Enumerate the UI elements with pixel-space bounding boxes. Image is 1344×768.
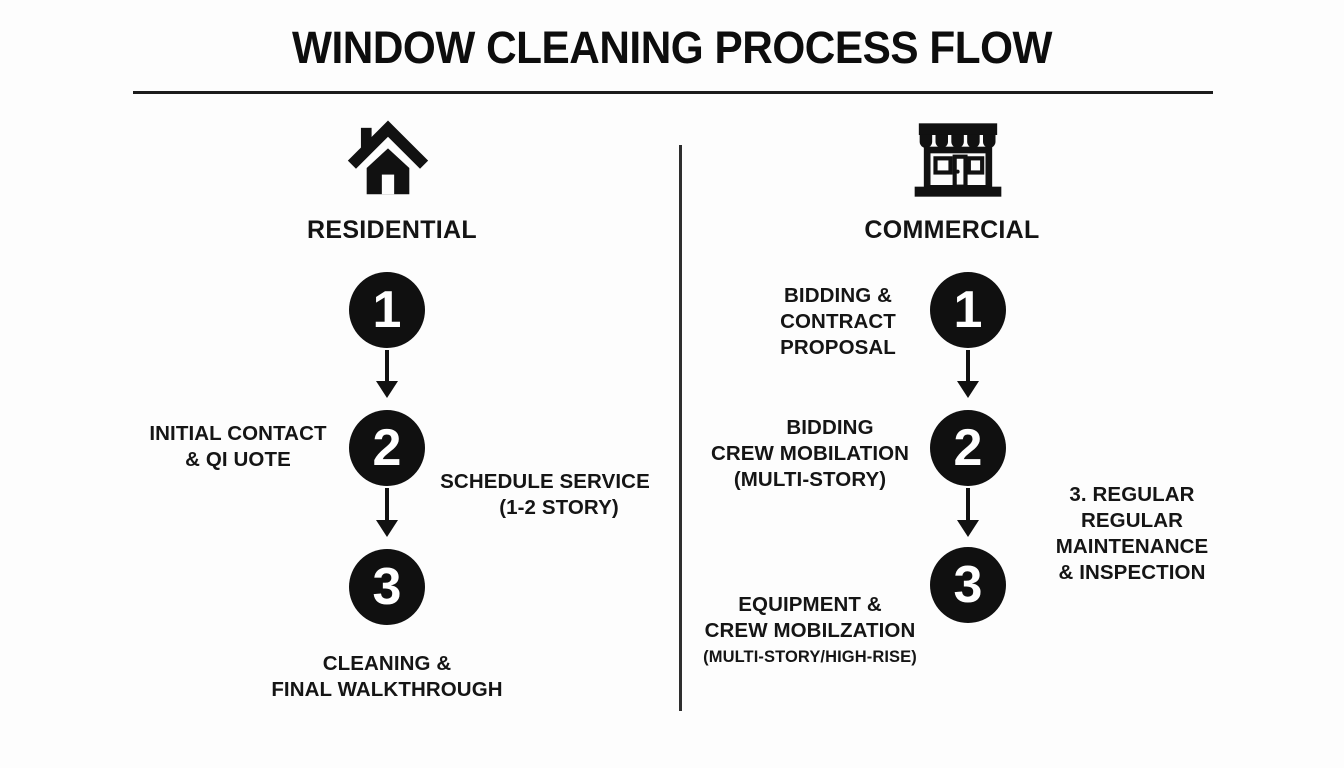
annotation-line: BIDDING &: [784, 284, 892, 307]
page-title: WINDOW CLEANING PROCESS FLOW: [292, 22, 1052, 73]
title-underline: [133, 91, 1213, 94]
annotation-line: PROPOSAL: [780, 336, 896, 359]
residential-header: RESIDENTIAL: [307, 216, 477, 244]
arrow-down-icon: [966, 350, 970, 382]
annotation-line: & INSPECTION: [1058, 561, 1206, 584]
annotation-line: EQUIPMENT &: [738, 593, 882, 616]
annotation-line: BIDDING: [786, 416, 874, 439]
step-number: 1: [953, 281, 983, 339]
annotation-line: (MULTI-STORY): [733, 468, 887, 491]
commercial-crew-mobilation-label: BIDDING CREW MOBILATION (MULTI-STORY): [685, 415, 935, 493]
arrow-down-icon: [385, 350, 389, 382]
arrow-down-icon: [376, 520, 398, 537]
commercial-header: COMMERCIAL: [864, 216, 1040, 244]
commercial-equipment-mobilization-label: EQUIPMENT & CREW MOBILZATION (MULTI-STOR…: [685, 592, 935, 670]
house-icon: [347, 118, 429, 200]
commercial-step-3-circle: 3: [930, 547, 1006, 623]
annotation-line: CLEANING &: [322, 652, 452, 675]
step-number: 1: [372, 281, 402, 339]
annotation-line: CREW MOBILZATION: [704, 619, 916, 642]
annotation-line: 3. REGULAR: [1069, 483, 1195, 506]
annotation-line: CONTRACT: [780, 310, 896, 333]
arrow-down-icon: [376, 381, 398, 398]
annotation-line: CREW MOBILATION: [710, 442, 910, 465]
residential-step-3-circle: 3: [349, 549, 425, 625]
storefront-icon: [908, 120, 1008, 200]
arrow-down-icon: [385, 488, 389, 521]
annotation-line: FINAL WALKTHROUGH: [271, 678, 503, 701]
step-number: 2: [953, 419, 983, 477]
residential-cleaning-walkthrough-label: CLEANING & FINAL WALKTHROUGH: [262, 651, 512, 703]
residential-step-2-circle: 2: [349, 410, 425, 486]
annotation-line: (1-2 STORY): [499, 496, 619, 519]
annotation-line: REGULAR MAINTENANCE: [1055, 509, 1209, 558]
step-number: 3: [372, 558, 402, 616]
arrow-down-icon: [957, 520, 979, 537]
commercial-bidding-contract-label: BIDDING & CONTRACT PROPOSAL: [713, 283, 963, 361]
residential-step-1-circle: 1: [349, 272, 425, 348]
step-number: 3: [953, 556, 983, 614]
residential-schedule-service-label: SCHEDULE SERVICE (1-2 STORY): [420, 469, 670, 521]
arrow-down-icon: [957, 381, 979, 398]
arrow-down-icon: [966, 488, 970, 521]
annotation-line: INITIAL CONTACT: [149, 422, 327, 445]
commercial-step-2-circle: 2: [930, 410, 1006, 486]
annotation-line: & QI UOTE: [185, 448, 291, 471]
step-number: 2: [372, 419, 402, 477]
column-divider-line: [679, 145, 682, 711]
commercial-step-1-circle: 1: [930, 272, 1006, 348]
commercial-regular-maintenance-label: 3. REGULAR REGULAR MAINTENANCE & INSPECT…: [1007, 482, 1257, 586]
annotation-line: (MULTI-STORY/HIGH-RISE): [703, 648, 917, 666]
residential-initial-contact-label: INITIAL CONTACT & QI UOTE: [113, 421, 363, 473]
annotation-line: SCHEDULE SERVICE: [440, 470, 650, 493]
